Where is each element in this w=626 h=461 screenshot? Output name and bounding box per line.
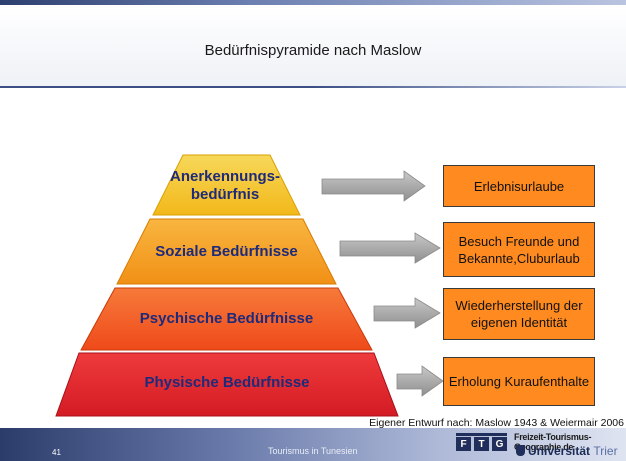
page-title: Bedürfnispyramide nach Maslow [204,42,422,59]
ftg-logo-bar [456,433,507,436]
pyramid-level-psychisch [80,287,373,351]
logo-site-name: Freizeit-Tourismus-Geographie.de [514,432,592,452]
university-city: Trier [593,444,618,458]
title-divider [0,86,313,88]
pyramid-label-physisch: Physische Bedürfnisse [144,374,310,391]
source-note: Eigener Entwurf nach: Maslow 1943 & Weie… [369,417,624,429]
box-wiederherstellung: Wiederherstellung der eigenen Identität [443,288,595,340]
pyramid-level-anerkennung [152,154,301,216]
ftg-logo-letter-f: F [456,437,471,451]
box-erholung: Erholung Kuraufenthalte [443,357,595,406]
pyramid-label-sozial: Soziale Bedürfnisse [155,243,298,260]
pyramid-label-anerkennung: Anerkennungs- bedürfnis [169,168,280,203]
arrow-2 [339,232,441,264]
box-besuch-freunde: Besuch Freunde und Bekannte,Cluburlaub [443,222,595,277]
top-border [0,0,626,5]
title-band [0,5,626,87]
pyramid-level-physisch [55,352,399,417]
footer-title: Tourismus in Tunesien [268,446,358,456]
ftg-logo-letter-g: G [492,437,507,451]
box-erlebnisurlaube: Erlebnisurlaube [443,165,595,207]
ftg-logo-letter-t: T [474,437,489,451]
pyramid-level-sozial [116,218,337,285]
pyramid-label-psychisch: Psychische Bedürfnisse [139,310,314,327]
university-label: Universität [528,444,591,458]
arrow-4 [396,365,444,397]
university-name: Universität Trier [528,444,618,458]
arrow-3 [373,297,441,329]
slide-number: 41 [52,448,61,457]
university-shield-icon [516,445,525,456]
title-divider-right [313,86,626,88]
arrow-1 [321,170,426,202]
